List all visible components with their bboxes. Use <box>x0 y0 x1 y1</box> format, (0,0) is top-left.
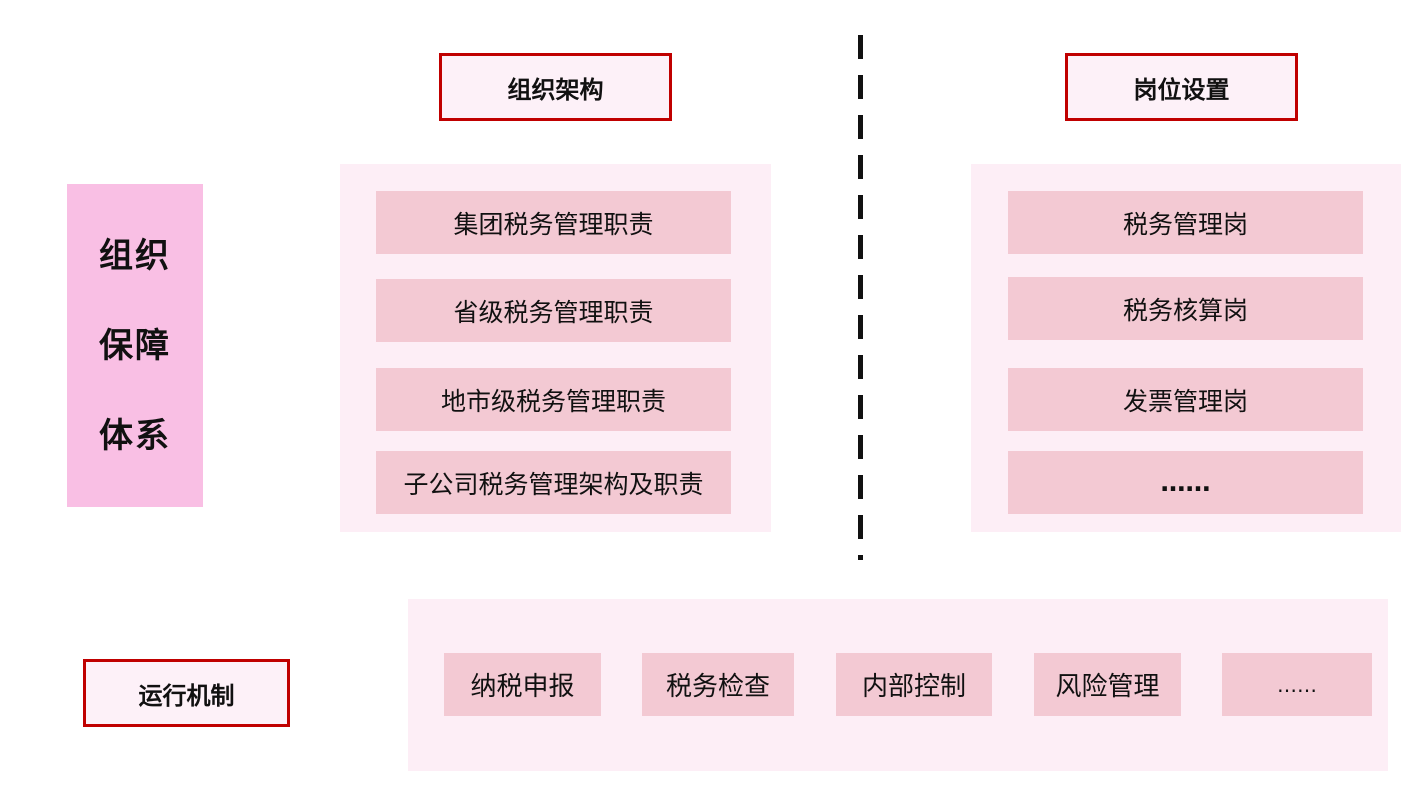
position-item-2: 税务核算岗 <box>1008 277 1363 340</box>
org-structure-item-1: 集团税务管理职责 <box>376 191 731 254</box>
mechanism-item-more: …… <box>1222 653 1372 716</box>
org-structure-item-4: 子公司税务管理架构及职责 <box>376 451 731 514</box>
position-item-3: 发票管理岗 <box>1008 368 1363 431</box>
dashed-divider <box>858 35 863 560</box>
org-structure-item-3: 地市级税务管理职责 <box>376 368 731 431</box>
positions-header: 岗位设置 <box>1065 53 1298 121</box>
mechanism-header: 运行机制 <box>83 659 290 727</box>
mechanism-panel: 纳税申报 税务检查 内部控制 风险管理 …… <box>408 599 1388 771</box>
mechanism-item-3: 内部控制 <box>836 653 992 716</box>
org-structure-header: 组织架构 <box>439 53 672 121</box>
sidebar-line-2: 保障 <box>99 325 171 366</box>
sidebar-line-3: 体系 <box>99 415 171 456</box>
sidebar-line-1: 组织 <box>99 235 171 276</box>
org-structure-panel: 集团税务管理职责 省级税务管理职责 地市级税务管理职责 子公司税务管理架构及职责 <box>340 164 771 532</box>
positions-panel: 税务管理岗 税务核算岗 发票管理岗 …… <box>971 164 1401 532</box>
mechanism-item-4: 风险管理 <box>1034 653 1181 716</box>
position-item-1: 税务管理岗 <box>1008 191 1363 254</box>
mechanism-item-2: 税务检查 <box>642 653 794 716</box>
position-item-more: …… <box>1008 451 1363 514</box>
mechanism-item-1: 纳税申报 <box>444 653 601 716</box>
org-structure-item-2: 省级税务管理职责 <box>376 279 731 342</box>
organization-guarantee-system-block: 组织 保障 体系 <box>67 184 203 507</box>
